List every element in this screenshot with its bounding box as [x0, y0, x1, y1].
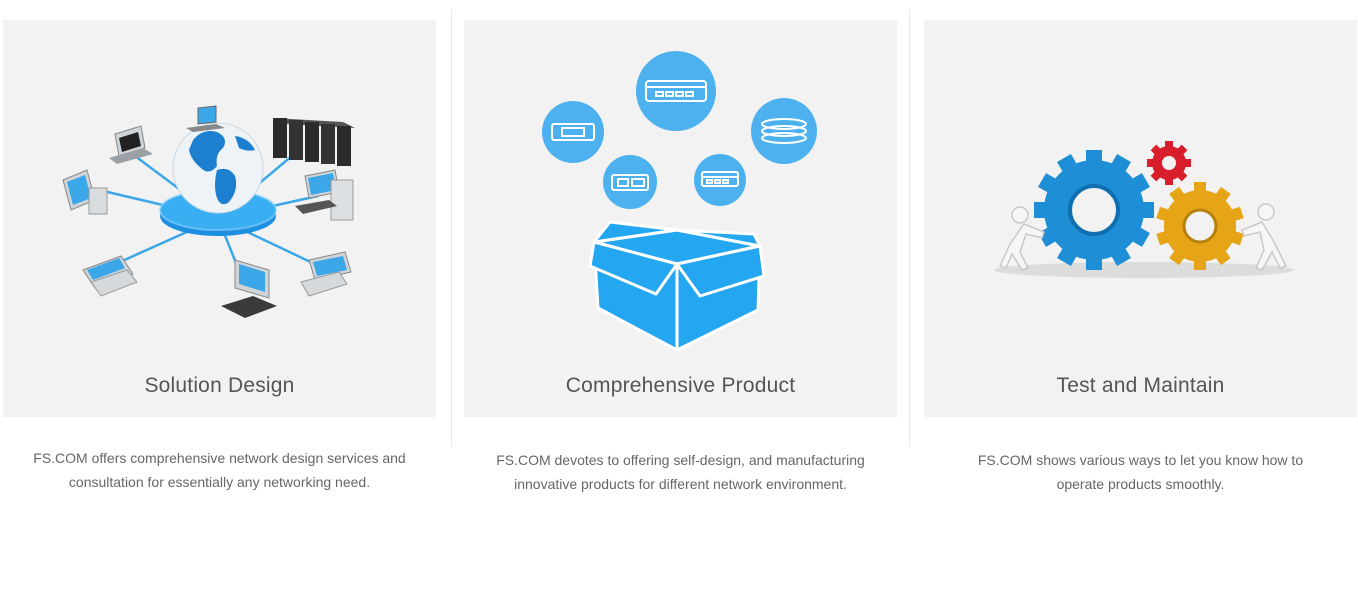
- feature-card-comprehensive-product: Comprehensive Product FS.COM devotes to …: [464, 20, 897, 496]
- column-divider: [451, 10, 452, 446]
- feature-description: FS.COM devotes to offering self-design, …: [481, 448, 881, 496]
- feature-description-line: innovative products for different networ…: [514, 476, 847, 492]
- feature-panel[interactable]: Solution Design: [3, 20, 436, 417]
- feature-description-line: FS.COM offers comprehensive network desi…: [33, 450, 406, 466]
- feature-title: Test and Maintain: [1056, 374, 1225, 397]
- feature-card-test-and-maintain: Test and Maintain FS.COM shows various w…: [924, 20, 1357, 496]
- feature-description: FS.COM shows various ways to let you kno…: [941, 448, 1341, 496]
- globe-network-icon: [62, 105, 355, 318]
- column-divider: [909, 10, 910, 446]
- feature-card-solution-design: Solution Design FS.COM offers comprehens…: [3, 20, 436, 494]
- feature-description-line: consultation for essentially any network…: [68, 474, 371, 490]
- feature-title: Comprehensive Product: [565, 374, 796, 397]
- product-box-icon: [542, 51, 817, 352]
- feature-panel[interactable]: Test and Maintain: [924, 20, 1357, 417]
- feature-title: Solution Design: [144, 374, 295, 397]
- feature-description-line: FS.COM shows various ways to let you kno…: [977, 452, 1304, 468]
- feature-description: FS.COM offers comprehensive network desi…: [20, 446, 420, 494]
- feature-description-line: operate products smoothly.: [1056, 476, 1225, 492]
- gears-figures-icon: [994, 141, 1294, 278]
- feature-description-line: FS.COM devotes to offering self-design, …: [496, 452, 865, 468]
- feature-panel[interactable]: Comprehensive Product: [464, 20, 897, 417]
